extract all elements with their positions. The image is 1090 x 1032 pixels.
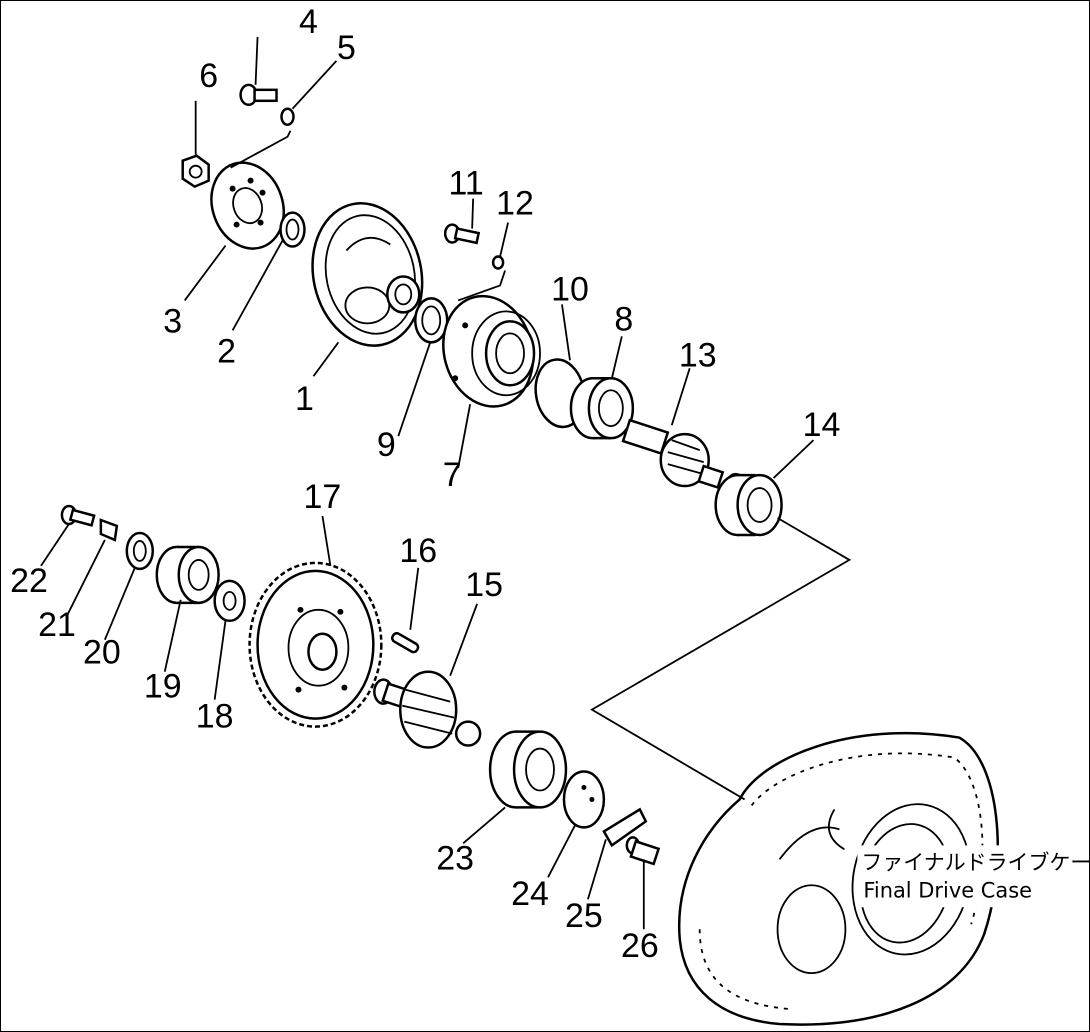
part-15-pinion (373, 670, 482, 749)
callout-6: 6 (199, 57, 218, 95)
part-14-bearing (714, 473, 783, 537)
part-23-bearing (488, 730, 568, 809)
callout-24: 24 (511, 875, 549, 913)
caption-english: Final Drive Case (863, 878, 1032, 902)
callout-15: 15 (465, 566, 503, 604)
callout-25: 25 (565, 897, 603, 935)
callout-13: 13 (679, 336, 717, 374)
part-5-washer (280, 107, 295, 127)
assembly-lines (230, 130, 852, 801)
part-19-bearing (155, 545, 220, 605)
part-11-bolt (443, 223, 481, 245)
callout-3: 3 (163, 302, 182, 340)
part-21-lock-plate (99, 518, 119, 542)
callout-18: 18 (196, 698, 234, 736)
part-6-nut (181, 154, 210, 189)
final-drive-case (677, 731, 999, 1026)
part-26-bolt (625, 836, 661, 866)
callout-26: 26 (621, 927, 659, 965)
part-12-washer (491, 255, 505, 270)
part-20-ring (125, 531, 155, 571)
part-1-cover (311, 202, 424, 347)
callout-17: 17 (304, 478, 342, 516)
part-9-ring (414, 297, 449, 344)
callout-12: 12 (496, 185, 534, 223)
callout-5: 5 (337, 29, 356, 67)
callout-9: 9 (377, 426, 396, 464)
callout-8: 8 (614, 300, 633, 338)
callout-1: 1 (295, 380, 314, 418)
part-22-bolt (60, 504, 96, 527)
caption-japanese: ファイナルドライブケース (861, 850, 1090, 874)
part-24-plate (562, 770, 606, 829)
part-25-lock-plate (602, 807, 648, 848)
callout-4: 4 (299, 3, 318, 41)
leader-lines (40, 36, 815, 930)
part-17-gear (248, 561, 383, 728)
part-8-bearing (569, 377, 635, 440)
callout-16: 16 (399, 532, 437, 570)
callout-22: 22 (10, 562, 48, 600)
callout-11: 11 (449, 165, 484, 203)
part-3-plate (210, 161, 285, 250)
part-4-bolt (239, 83, 278, 107)
part-16-key (391, 631, 420, 654)
callout-19: 19 (144, 668, 182, 706)
part-7-cage (442, 294, 541, 408)
callout-10: 10 (551, 270, 589, 308)
callout-7: 7 (443, 456, 462, 494)
callout-14: 14 (803, 406, 841, 444)
callout-23: 23 (436, 839, 474, 877)
callout-21: 21 (38, 606, 76, 644)
part-2-seal (279, 211, 306, 248)
callout-2: 2 (217, 332, 236, 370)
part-18-spacer (213, 579, 246, 623)
callout-20: 20 (83, 634, 121, 672)
